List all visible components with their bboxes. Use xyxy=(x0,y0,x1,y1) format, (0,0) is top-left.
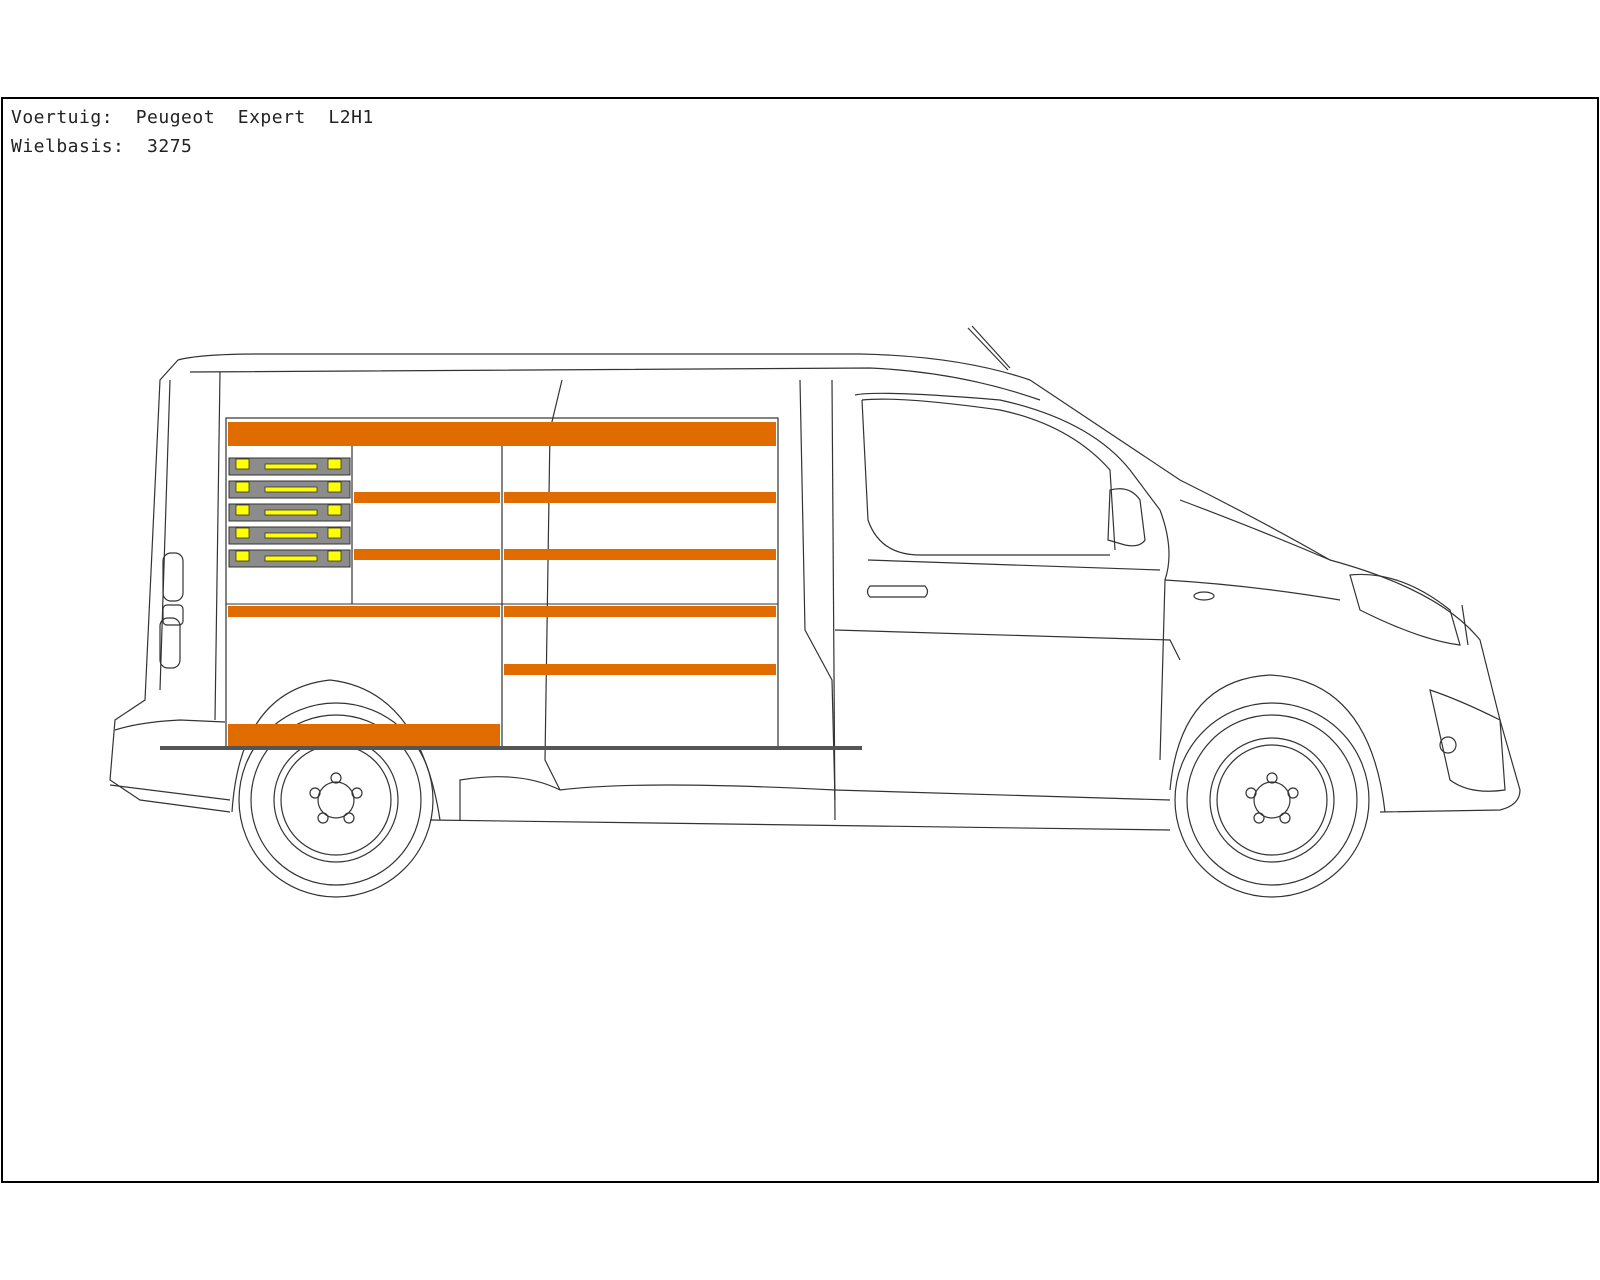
drawer-latch-icon xyxy=(327,550,342,562)
drawer-latch-icon xyxy=(327,458,342,470)
van-outline xyxy=(109,325,1521,831)
drawer-latch-icon xyxy=(235,458,250,470)
drawer-stack xyxy=(228,457,351,568)
shelving-unit xyxy=(225,417,779,749)
shelf xyxy=(504,606,776,617)
drawer[interactable] xyxy=(228,526,351,545)
yellow-handle-icon xyxy=(264,486,318,493)
drawer[interactable] xyxy=(228,549,351,568)
floor-plate xyxy=(160,746,862,750)
shelf xyxy=(504,549,776,560)
drawer[interactable] xyxy=(228,503,351,522)
drawer-latch-icon xyxy=(327,481,342,493)
drawer-latch-icon xyxy=(235,527,250,539)
shelf xyxy=(228,606,500,617)
drawing-frame xyxy=(1,97,1599,1183)
shelf xyxy=(354,549,500,560)
drawer-latch-icon xyxy=(235,504,250,516)
vehicle-label: Voertuig: Peugeot Expert L2H1 xyxy=(11,107,374,128)
wheelbase-label: Wielbasis: 3275 xyxy=(11,136,193,157)
yellow-handle-icon xyxy=(264,555,318,562)
front-wheel xyxy=(1174,702,1370,898)
drawer-latch-icon xyxy=(235,481,250,493)
shelf xyxy=(504,492,776,503)
yellow-handle-icon xyxy=(264,463,318,470)
drawer[interactable] xyxy=(228,480,351,499)
yellow-handle-icon xyxy=(264,509,318,516)
drawer[interactable] xyxy=(228,457,351,476)
shelf-top xyxy=(228,422,776,446)
drawer-latch-icon xyxy=(327,527,342,539)
shelf xyxy=(504,664,776,675)
drawer-latch-icon xyxy=(327,504,342,516)
yellow-handle-icon xyxy=(264,532,318,539)
drawer-latch-icon xyxy=(235,550,250,562)
shelf xyxy=(354,492,500,503)
shelf-bottom xyxy=(228,724,500,746)
